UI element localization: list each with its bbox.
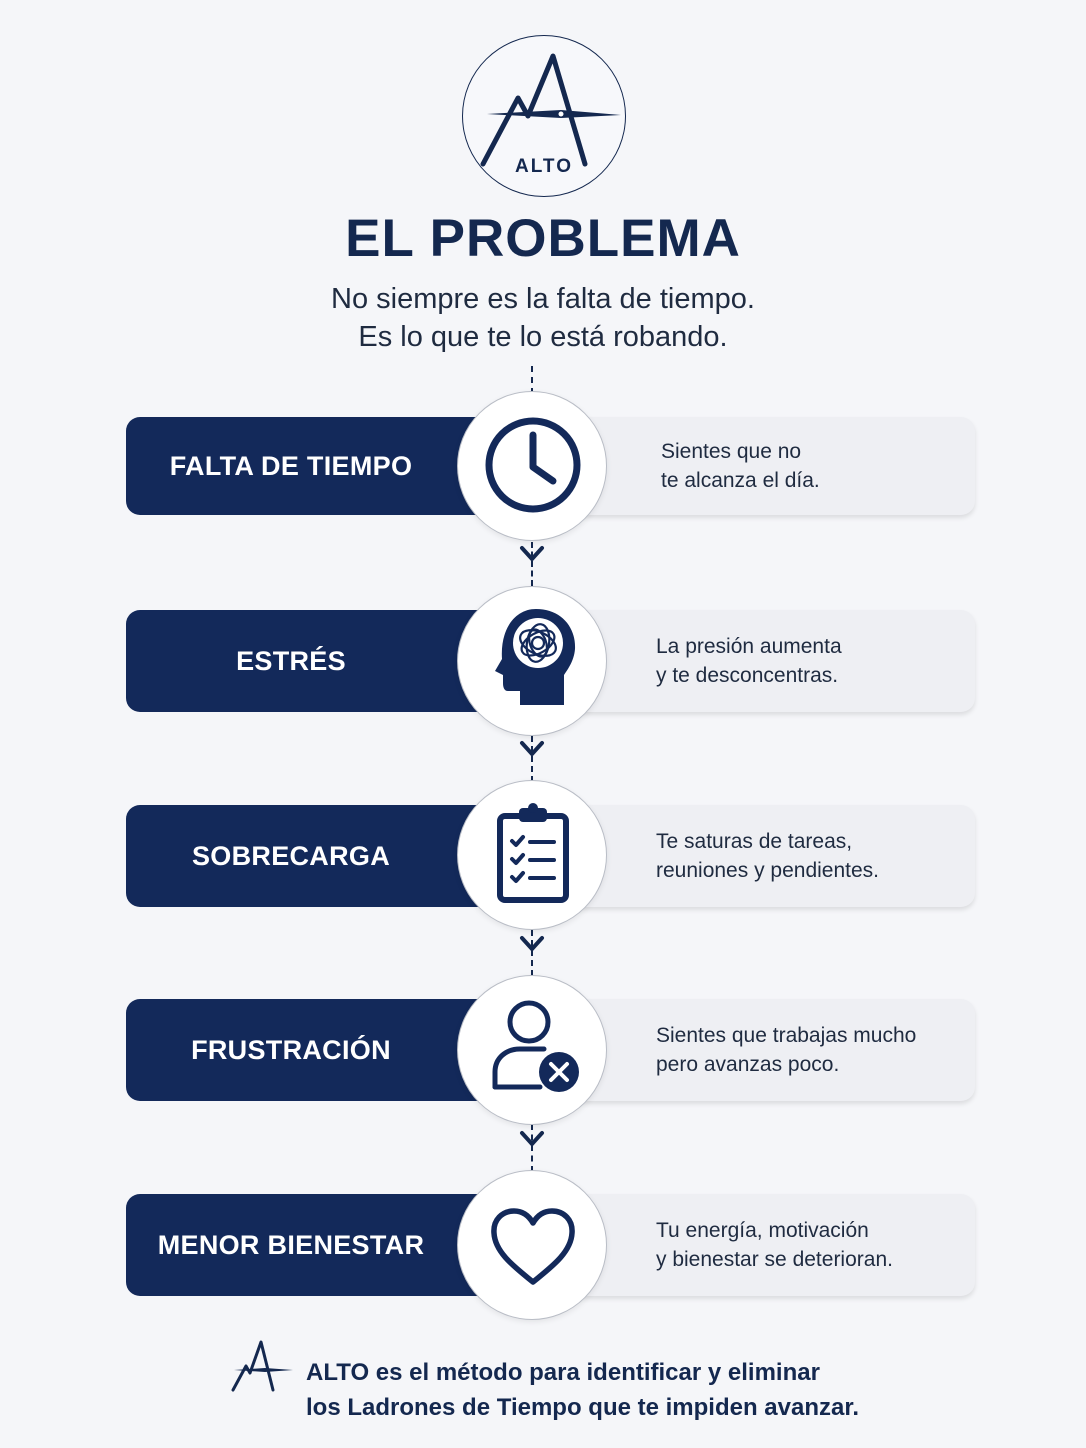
step-description: Sientes que trabajas mucho pero avanzas …: [656, 999, 971, 1101]
description-line-2: reuniones y pendientes.: [656, 859, 879, 882]
problem-step-frustracion: FRUSTRACIÓN Sientes que trabajas mucho p…: [0, 973, 1086, 1125]
icon-circle: [457, 586, 607, 736]
icon-circle: [457, 1170, 607, 1320]
description-line-2: te alcanza el día.: [661, 469, 820, 492]
user-x-icon: [492, 1000, 579, 1092]
problem-step-estres: ESTRÉS La presión aumenta y te desconcen…: [0, 584, 1086, 736]
description-line-2: y bienestar se deterioran.: [656, 1248, 893, 1271]
description-line-1: Tu energía, motivación: [656, 1219, 869, 1242]
footer-line-2: los Ladrones de Tiempo que te impiden av…: [306, 1394, 860, 1421]
alto-mark-icon: [231, 1340, 293, 1392]
description-line-2: pero avanzas poco.: [656, 1053, 840, 1076]
connector-line: [531, 1124, 533, 1172]
icon-circle: [457, 780, 607, 930]
mountain-compass-icon: [480, 53, 621, 167]
label-panel: [126, 1194, 506, 1296]
heart-icon: [491, 1208, 575, 1285]
problem-step-menor-bienestar: MENOR BIENESTAR Tu energía, motivación y…: [0, 1168, 1086, 1320]
alto-logo: ALTO: [462, 35, 626, 197]
step-label: MENOR BIENESTAR: [157, 1229, 425, 1260]
description-line-1: Te saturas de tareas,: [656, 830, 853, 853]
step-description: Sientes que no te alcanza el día.: [661, 417, 971, 515]
logo-text: ALTO: [515, 156, 573, 177]
label-panel: [126, 610, 506, 712]
arrow-down-icon: [520, 936, 544, 951]
description-line-1: La presión aumenta: [656, 635, 842, 658]
connector-line: [531, 366, 533, 394]
page-title: EL PROBLEMA: [345, 209, 741, 268]
clock-icon: [485, 417, 581, 513]
footer-line-1: ALTO es el método para identificar y eli…: [306, 1359, 820, 1386]
description-panel: [560, 805, 975, 907]
connector-line: [531, 736, 533, 782]
problem-step-falta-de-tiempo: FALTA DE TIEMPO Sientes que no te alcanz…: [0, 391, 1086, 541]
description-panel: [560, 417, 975, 515]
step-description: La presión aumenta y te desconcentras.: [656, 610, 966, 712]
arrow-down-icon: [520, 1131, 544, 1146]
description-line-2: y te desconcentras.: [656, 664, 839, 687]
description-panel: [560, 1194, 975, 1296]
footer-statement: ALTO es el método para identificar y eli…: [306, 1355, 1006, 1425]
connector-line: [531, 542, 533, 586]
description-line-1: Sientes que trabajas mucho: [656, 1024, 917, 1047]
icon-circle: [457, 391, 607, 541]
step-label: SOBRECARGA: [191, 840, 390, 871]
label-panel: [126, 805, 506, 907]
clipboard-checklist-icon: [497, 803, 569, 903]
connector-line: [531, 930, 533, 976]
description-panel: [560, 610, 975, 712]
step-description: Tu energía, motivación y bienestar se de…: [656, 1194, 966, 1296]
description-panel: [560, 999, 975, 1101]
subtitle-line-2: Es lo que te lo está robando.: [358, 321, 728, 353]
subtitle: No siempre es la falta de tiempo. Es lo …: [0, 280, 1086, 356]
problem-step-sobrecarga: SOBRECARGA Te saturas de tareas, reunion…: [0, 779, 1086, 930]
step-label: FRUSTRACIÓN: [191, 1034, 391, 1065]
label-panel: [126, 999, 506, 1101]
icon-circle: [457, 975, 607, 1125]
arrow-down-icon: [520, 741, 544, 756]
step-label: FALTA DE TIEMPO: [169, 450, 413, 481]
step-label: ESTRÉS: [236, 645, 346, 676]
arrow-down-icon: [520, 546, 544, 561]
label-panel: [126, 417, 506, 515]
stressed-head-icon: [495, 609, 576, 705]
step-description: Te saturas de tareas, reuniones y pendie…: [656, 805, 966, 907]
description-line-1: Sientes que no: [661, 440, 802, 463]
subtitle-line-1: No siempre es la falta de tiempo.: [331, 283, 755, 315]
